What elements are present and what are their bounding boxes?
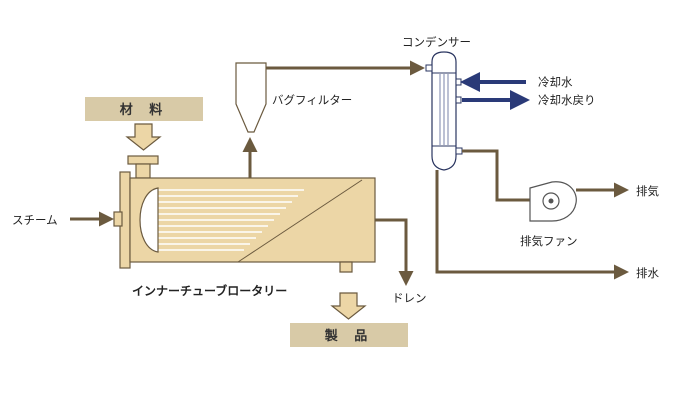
bag-filter-label: バグフィルター [272, 93, 352, 107]
cooling-water: 冷却水 冷却水戻り [460, 72, 596, 110]
exhaust-fan-label: 排気ファン [520, 234, 578, 248]
inlet-flange [127, 155, 159, 165]
exhaust-fan: 排気ファン [520, 181, 578, 248]
material-level-line [237, 179, 363, 263]
steam-label: スチーム [12, 213, 58, 227]
inlet-neck [135, 163, 151, 179]
condenser-cw-out-nozzle [455, 96, 462, 104]
product-output: 製 品 [290, 292, 408, 347]
wastewater-label: 排水 [636, 266, 659, 280]
inner-tubes [152, 189, 304, 251]
drain-label: ドレン [392, 291, 427, 305]
tube-sheet [139, 187, 159, 253]
product-down-arrow [330, 292, 367, 320]
bag-filter: バグフィルター [235, 62, 352, 133]
bag-filter-body [235, 62, 267, 133]
inner-tube-rotary: インナーチューブロータリー [113, 155, 376, 298]
exhaust-gas-label: 排気 [636, 184, 659, 198]
material-box [85, 97, 203, 121]
material-down-arrow [125, 123, 162, 151]
wastewater-pipe [435, 170, 629, 280]
condenser-label: コンデンサー [402, 35, 471, 49]
material-label: 材 料 [120, 102, 169, 118]
cooling-water-label: 冷却水 [538, 75, 573, 89]
condenser: コンデンサー [402, 35, 471, 171]
wastewater-output: 排水 [435, 170, 659, 280]
fan-hub [548, 198, 554, 204]
exhaust-gas-output: 排気 [576, 182, 659, 198]
condenser-cw-in-nozzle [455, 78, 462, 86]
product-label: 製 品 [324, 328, 374, 344]
material-input: 材 料 [85, 97, 203, 151]
drain-pipe [375, 218, 414, 286]
condenser-inlet-nozzle [425, 64, 433, 72]
steam-nozzle [113, 211, 123, 227]
condenser-to-fan-pipe [462, 149, 530, 202]
cooling-water-return-label: 冷却水戻り [538, 93, 596, 107]
condenser-outlet-nozzle [455, 147, 463, 155]
rotary-label: インナーチューブロータリー [132, 283, 287, 298]
steam-input: スチーム [12, 211, 114, 227]
product-outlet [339, 261, 353, 273]
drain-line: ドレン [375, 218, 427, 305]
product-box [290, 323, 408, 347]
